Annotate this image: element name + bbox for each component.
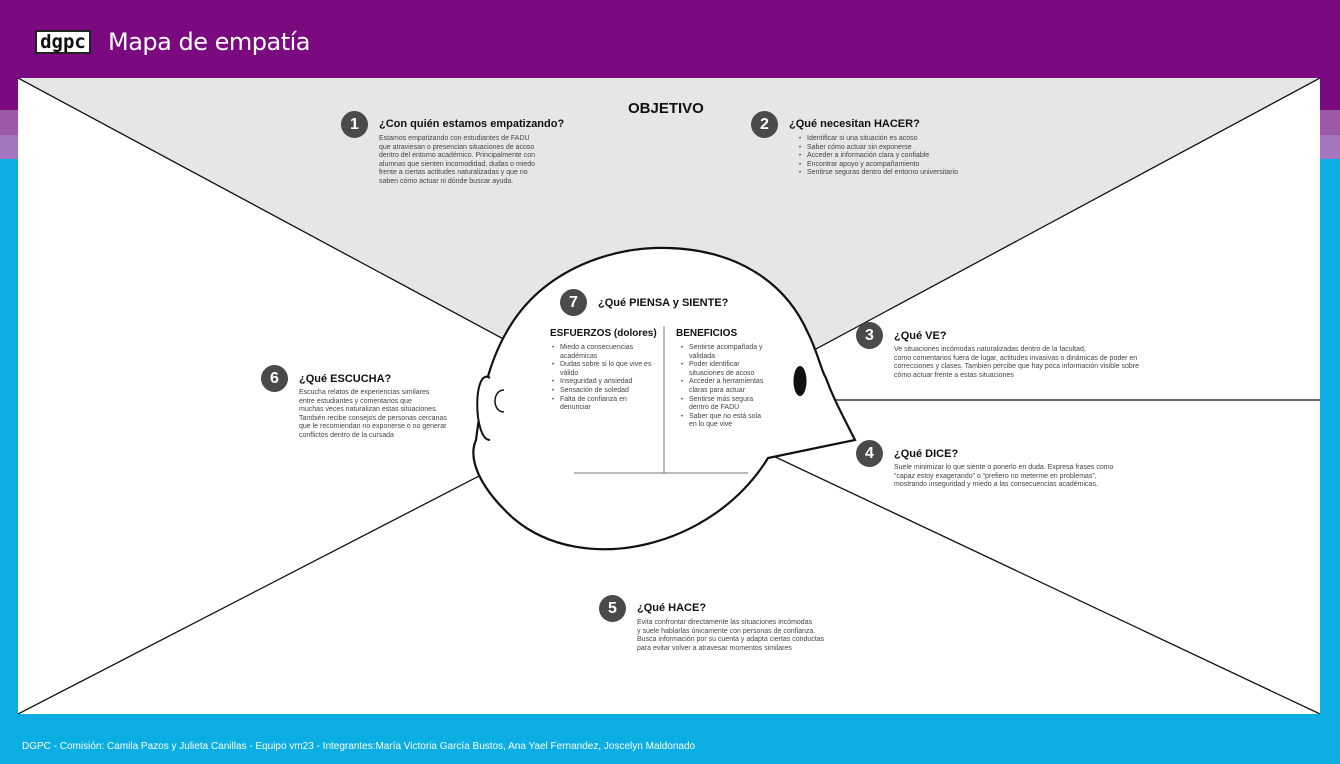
ear-inner [494, 389, 505, 413]
list-item: Poder identificar situaciones de acoso [681, 361, 767, 378]
section-3-text: Ve situaciones incómodas naturalizadas d… [894, 346, 1139, 379]
list-item: Dudas sobre si lo que vive es válido [552, 361, 652, 378]
section-2-title: ¿Qué necesitan HACER? [789, 118, 920, 130]
list-item: Identificar si una situación es acoso [799, 135, 1029, 144]
section-5-text: Evita confrontar directamente las situac… [637, 619, 825, 652]
number-badge-7: 7 [560, 289, 587, 316]
list-item: Sentirse seguras dentro del entorno univ… [799, 169, 1029, 178]
number-badge-1: 1 [341, 111, 368, 138]
list-item: Encontrar apoyo y acompañamiento [799, 161, 1029, 170]
section-5-title: ¿Qué HACE? [637, 602, 707, 614]
number-badge-2: 2 [751, 111, 778, 138]
eye [793, 366, 807, 396]
section-6-title: ¿Qué ESCUCHA? [299, 373, 392, 385]
list-item: Sentirse más segura dentro de FADU [681, 396, 767, 413]
empathy-map-board: OBJETIVO 1 ¿Con quién estamos empatizand… [18, 78, 1320, 714]
ear [476, 375, 491, 441]
list-item: Miedo a consecuencias académicas [552, 344, 652, 361]
list-item: Acceder a herramientas claras para actua… [681, 378, 767, 395]
page-title: Mapa de empatía [108, 28, 310, 56]
section-4-text: Suele minimizar lo que siente o ponerlo … [894, 464, 1114, 489]
number-badge-5: 5 [599, 595, 626, 622]
list-item: Acceder a información clara y confiable [799, 152, 1029, 161]
benefits-title: BENEFICIOS [676, 328, 738, 339]
section-1-title: ¿Con quién estamos empatizando? [379, 118, 565, 130]
section-4-title: ¿Qué DICE? [894, 448, 959, 460]
list-item: Sentirse acompañada y validada [681, 344, 767, 361]
diagonal-bottom-right [768, 453, 1320, 714]
efforts-title: ESFUERZOS (dolores) [550, 328, 657, 339]
section-1-text: Estamos empatizando con estudiantes de F… [379, 135, 536, 185]
list-item: Saber cómo actuar sin exponerse [799, 144, 1029, 153]
section-7-title: ¿Qué PIENSA y SIENTE? [598, 297, 729, 309]
footer-credits: DGPC - Comisión: Camila Pazos y Julieta … [22, 741, 696, 752]
section-3-title: ¿Qué VE? [894, 330, 947, 342]
section-6-text: Escucha relatos de experiencias similare… [299, 389, 447, 439]
objective-label: OBJETIVO [628, 100, 704, 117]
number-badge-3: 3 [856, 322, 883, 349]
dgpc-logo: dgpc [35, 30, 91, 54]
number-badge-6: 6 [261, 365, 288, 392]
list-item: Saber que no está sola en lo que vive [681, 413, 767, 430]
list-item: Falta de confianza en denunciar [552, 396, 652, 413]
list-item: Sensación de soledad [552, 387, 652, 396]
number-badge-4: 4 [856, 440, 883, 467]
efforts-list: Miedo a consecuencias académicas Dudas s… [552, 344, 652, 413]
benefits-list: Sentirse acompañada y validada Poder ide… [681, 344, 767, 430]
section-2-list: Identificar si una situación es acoso Sa… [799, 135, 1029, 178]
list-item: Inseguridad y ansiedad [552, 378, 652, 387]
